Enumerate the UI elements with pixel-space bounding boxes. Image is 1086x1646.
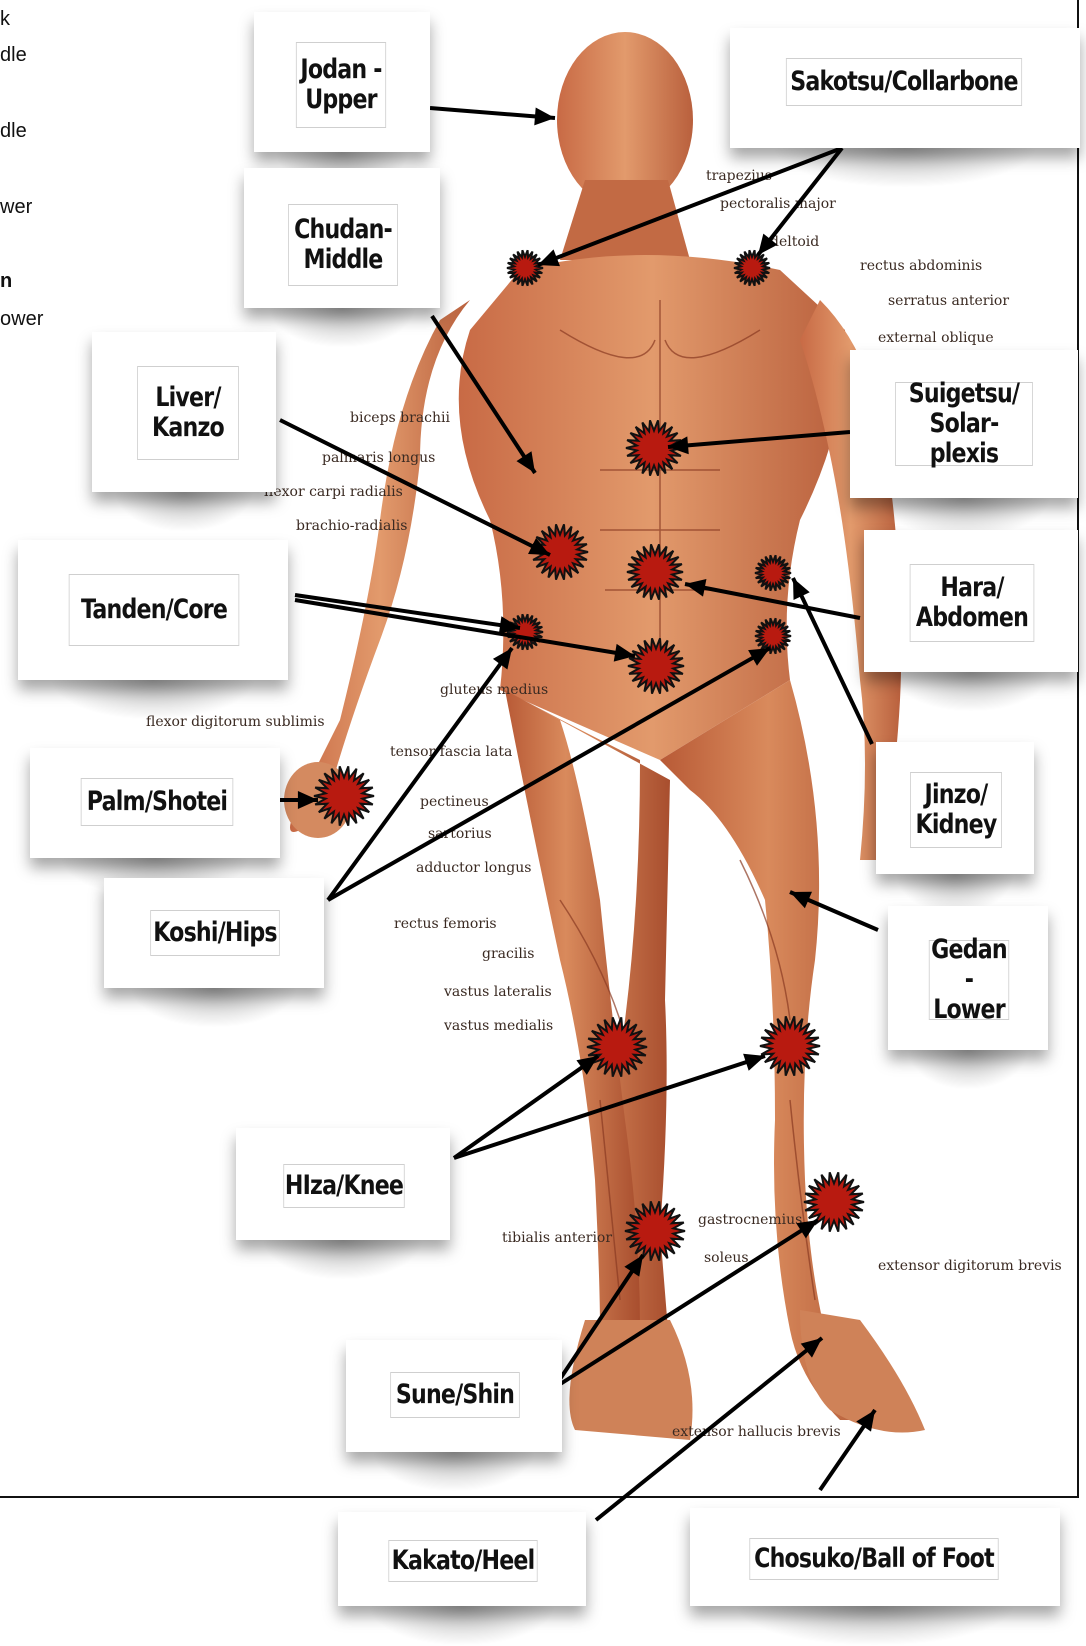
label-kakato: Kakato/Heel — [388, 1540, 537, 1582]
anno-serratus: serratus anterior — [888, 293, 1009, 309]
anno-gastrocnemius: gastrocnemius — [698, 1212, 802, 1228]
label-suigetsu: Suigetsu/ Solar-plexis — [895, 382, 1033, 466]
anno-adductor: adductor longus — [416, 860, 531, 876]
anno-pectineus: pectineus — [420, 794, 489, 810]
label-chosuko: Chosuko/Ball of Foot — [749, 1538, 998, 1580]
label-hiza: HIza/Knee — [283, 1164, 404, 1208]
arrowhead-2 — [538, 249, 560, 266]
card-jinzo: Jinzo/ Kidney — [876, 742, 1034, 874]
label-palm: Palm/Shotei — [81, 778, 234, 826]
arrow-line-15 — [454, 1056, 598, 1158]
diagram-stage: k dle dle wer n ower — [0, 0, 1086, 1606]
anno-brachio: brachio-radialis — [296, 518, 407, 534]
anno-vastus-medialis: vastus medialis — [443, 1018, 553, 1034]
anno-deltoid: deltoid — [770, 234, 819, 250]
anno-palmaris: palmaris longus — [322, 450, 435, 466]
anno-gracilis: gracilis — [482, 946, 534, 962]
card-liver: Liver/ Kanzo — [92, 332, 276, 492]
card-sune: Sune/Shin — [346, 1340, 562, 1452]
anno-tensor: tensor fascia lata — [390, 744, 512, 760]
card-chudan: Chudan- Middle — [244, 168, 440, 308]
label-sakotsu: Sakotsu/Collarbone — [786, 58, 1022, 106]
label-jinzo: Jinzo/ Kidney — [910, 772, 1002, 848]
card-suigetsu: Suigetsu/ Solar-plexis — [850, 350, 1078, 498]
label-gedan: Gedan - Lower — [929, 940, 1009, 1020]
card-chosuko: Chosuko/Ball of Foot — [690, 1508, 1060, 1606]
label-jodan: Jodan - Upper — [296, 42, 386, 128]
card-jodan: Jodan - Upper — [254, 12, 430, 152]
target-burst-12 — [760, 1016, 820, 1075]
card-palm: Palm/Shotei — [30, 748, 280, 858]
arrowhead-1 — [534, 107, 555, 125]
card-hara: Hara/ Abdomen — [864, 530, 1078, 672]
anno-tibialis: tibialis anterior — [502, 1230, 612, 1246]
anno-rectus-femoris: rectus femoris — [394, 916, 497, 932]
card-tanden: Tanden/Core — [18, 540, 288, 680]
label-koshi: Koshi/Hips — [150, 910, 280, 956]
anno-external-oblique: external oblique — [878, 330, 994, 346]
label-tanden: Tanden/Core — [69, 574, 240, 646]
card-gedan: Gedan - Lower — [888, 906, 1048, 1050]
card-kakato: Kakato/Heel — [338, 1512, 586, 1606]
card-koshi: Koshi/Hips — [104, 878, 324, 988]
card-sakotsu: Sakotsu/Collarbone — [730, 28, 1080, 148]
anno-biceps: biceps brachii — [350, 410, 450, 426]
anno-gluteus: gluteus medius — [440, 682, 548, 698]
label-chudan: Chudan- Middle — [288, 204, 398, 286]
anno-extensor-digitorum: extensor digitorum brevis — [878, 1258, 1062, 1274]
anno-flexor-carpi: flexor carpi radialis — [264, 484, 403, 500]
arrowhead-16 — [743, 1054, 765, 1071]
label-sune: Sune/Shin — [390, 1372, 520, 1418]
anno-pectoralis: pectoralis major — [720, 196, 836, 212]
anno-trapezius: trapezius — [706, 168, 772, 184]
card-hiza: HIza/Knee — [236, 1128, 450, 1240]
arrow-line-10 — [295, 595, 520, 628]
anno-vastus-lateralis: vastus lateralis — [443, 984, 552, 1000]
anno-soleus: soleus — [704, 1250, 749, 1266]
label-liver: Liver/ Kanzo — [137, 366, 239, 460]
label-hara: Hara/ Abdomen — [910, 564, 1035, 642]
anno-rectus-abdominis: rectus abdominis — [860, 258, 982, 274]
